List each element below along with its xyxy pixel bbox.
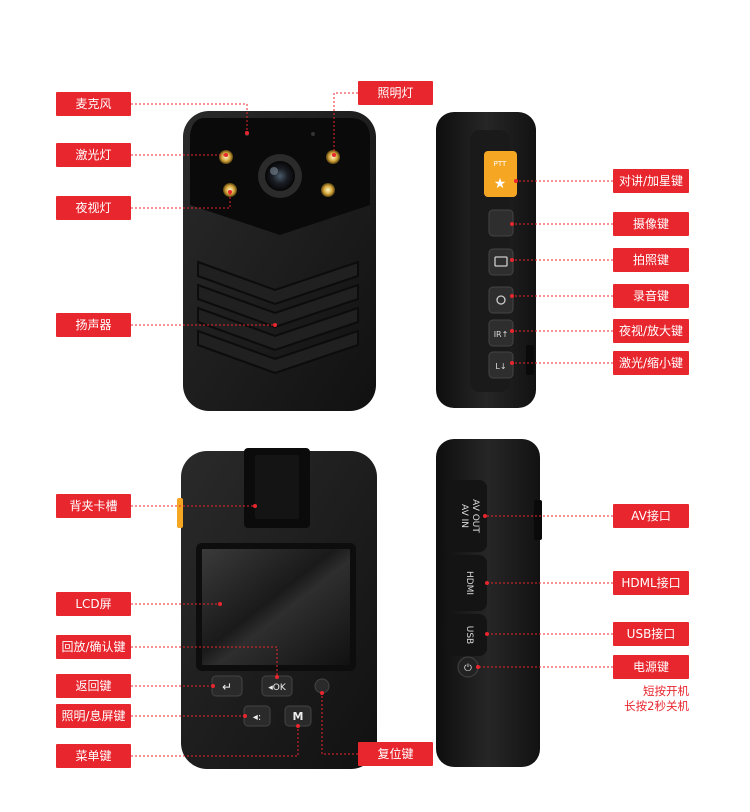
label-light-off-key: 照明/息屏键 — [56, 704, 131, 728]
usb-port-text: USB — [464, 626, 474, 644]
menu-key-text: M — [293, 710, 304, 723]
power-note-short: 短按开机 — [643, 684, 689, 698]
svg-text:↵: ↵ — [222, 680, 232, 694]
side-view-ports: AV IN AV OUT HDMI USB ⏻ — [436, 439, 542, 767]
front-view — [183, 111, 376, 411]
label-usb-port: USB接口 — [613, 622, 689, 646]
label-video-key: 摄像键 — [613, 212, 689, 236]
ok-key-text: ◂OK — [268, 683, 287, 693]
leader-lines — [131, 92, 613, 757]
label-light: 照明灯 — [358, 81, 433, 105]
ir-key-text: IR↑ — [494, 330, 509, 339]
hdmi-port-text: HDMI — [464, 571, 474, 595]
leader-dots — [211, 131, 518, 728]
label-speaker: 扬声器 — [56, 313, 131, 337]
label-record-key: 录音键 — [613, 284, 689, 308]
label-night-light: 夜视灯 — [56, 196, 131, 220]
svg-text:◂:: ◂: — [253, 712, 261, 723]
label-zoom-in-key: 夜视/放大键 — [613, 319, 689, 343]
label-clip-slot: 背夹卡槽 — [56, 494, 131, 518]
back-view: ↵ ◂OK ◂: M — [177, 448, 377, 769]
power-note: 短按开机 长按2秒关机 — [613, 684, 689, 714]
label-mic: 麦克风 — [56, 92, 131, 116]
side-view-buttons: PTT ★ IR↑ L↓ — [436, 112, 536, 408]
av-port-text: AV IN — [459, 504, 469, 528]
label-reset-key: 复位键 — [358, 742, 433, 766]
ptt-key-text: PTT — [494, 160, 507, 168]
power-note-long: 长按2秒关机 — [624, 699, 689, 713]
label-zoom-out-key: 激光/缩小键 — [613, 351, 689, 375]
av-port-text-2: AV OUT — [470, 499, 480, 533]
label-menu-key: 菜单键 — [56, 744, 131, 768]
label-back-key: 返回键 — [56, 674, 131, 698]
svg-text:★: ★ — [494, 176, 507, 192]
label-photo-key: 拍照键 — [613, 248, 689, 272]
label-playback-key: 回放/确认键 — [56, 635, 131, 659]
laser-key-text: L↓ — [495, 362, 506, 371]
label-ptt-key: 对讲/加星键 — [613, 169, 689, 193]
label-laser-light: 激光灯 — [56, 143, 131, 167]
svg-text:⏻: ⏻ — [464, 663, 472, 674]
label-lcd: LCD屏 — [56, 592, 131, 616]
label-av-port: AV接口 — [613, 504, 689, 528]
label-power-key: 电源键 — [613, 655, 689, 679]
label-hdmi-port: HDML接口 — [613, 571, 689, 595]
